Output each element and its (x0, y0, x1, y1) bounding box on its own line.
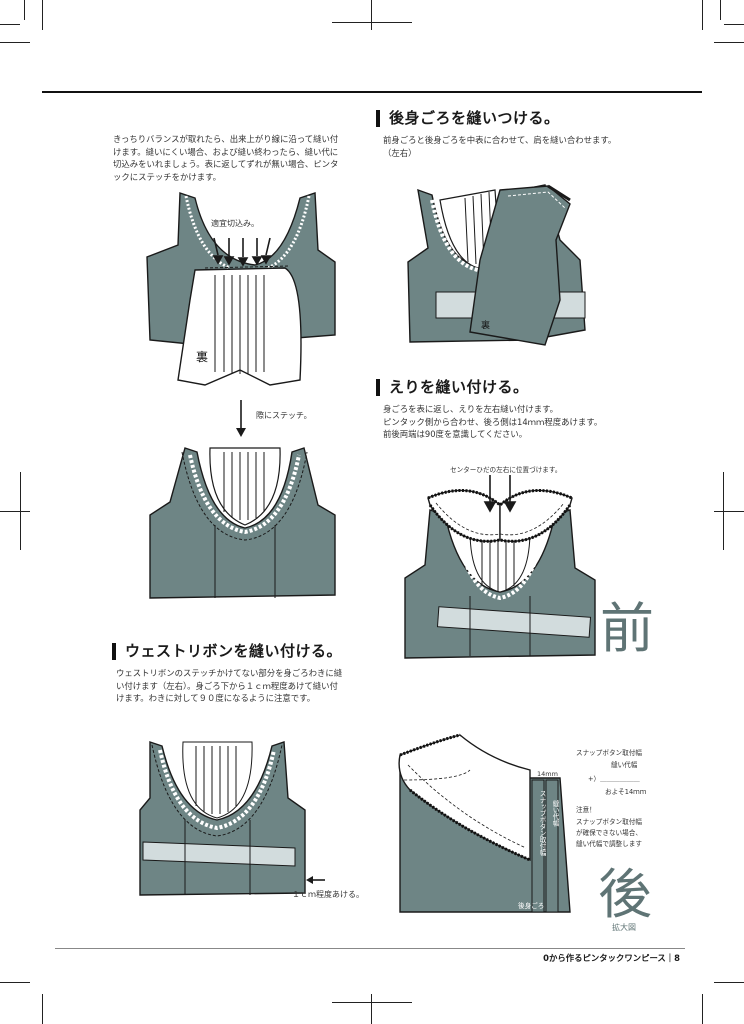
note-line-1: スナップボタン取付幅 (576, 749, 642, 757)
back-attach-text: 前身ごろと後身ごろを中表に合わせて、肩を縫い合わせます。 （左右） (383, 135, 617, 158)
crop-mark (714, 982, 744, 983)
crop-mark (723, 472, 724, 550)
crop-mark (20, 472, 21, 550)
label-ura-2: 裏 (481, 321, 491, 331)
heading-back-attach: 後身ごろを縫いつける。 (376, 110, 560, 127)
heading-ribbon: ウェストリボンを縫い付ける。 (112, 643, 342, 660)
note-line-5: 注意！ (576, 806, 596, 814)
crop-mark (714, 42, 744, 43)
crop-mark (371, 0, 372, 30)
crop-mark (24, 0, 25, 20)
note-line-7: が確保できない場合、 (576, 829, 642, 837)
intro-text: きっちりバランスが取れたら、出来上がり線に沿って縫い付 けます。縫いにくい場合、… (113, 134, 339, 182)
note-line-3: +）＿＿＿＿＿＿ (588, 775, 640, 783)
crop-mark (42, 994, 43, 1024)
note-line-8: 縫い代幅で調整します (576, 840, 642, 848)
heading-collar: えりを縫い付ける。 (376, 379, 529, 396)
crop-mark (714, 511, 744, 512)
collar-text: 身ごろを表に返し、えりを左右縫い付けます。 ピンタック側から合わせ、後ろ側は14… (383, 404, 603, 439)
label-one-cm: １ｃｍ程度あける。 (292, 890, 364, 899)
label-edge-stitch: 際にステッチ。 (256, 411, 312, 420)
crop-mark (42, 0, 43, 30)
crop-mark (0, 982, 30, 983)
label-back-body: 後身ごろ (518, 902, 545, 910)
crop-mark (0, 24, 20, 25)
page-footer: 0から作るピンタックワンピース｜8 (543, 953, 680, 963)
label-sewing-allowance: 縫い代幅 (551, 800, 559, 827)
crop-mark (702, 994, 703, 1024)
label-front-kanji: 前 (600, 597, 654, 660)
label-center-align: センターひだの左右に位置づけます。 (450, 466, 562, 474)
note-line-4: およそ14ｍｍ (605, 788, 647, 796)
note-line-2: 縫い代幅 (611, 761, 638, 769)
label-ura-1: 裏 (196, 350, 209, 364)
crop-mark (702, 0, 703, 30)
note-line-6: スナップボタン取付幅 (576, 818, 642, 826)
crop-mark (371, 994, 372, 1024)
footer-rule (55, 948, 685, 949)
label-enlarged: 拡大図 (612, 923, 636, 932)
label-14mm: 14mm (537, 770, 558, 778)
crop-mark (724, 24, 744, 25)
label-snap-allowance: スナップボタン取付幅 (538, 790, 546, 856)
crop-mark (332, 22, 412, 23)
ribbon-text: ウェストリボンのステッチかけてない部分を身ごろわきに縫 い付けます（左右）。身ご… (116, 668, 343, 703)
crop-mark (332, 1002, 412, 1003)
header-rule (42, 91, 702, 93)
label-notches: 適宜切込み。 (211, 219, 259, 228)
label-back-kanji: 後 (598, 863, 652, 926)
crop-mark (720, 0, 721, 20)
crop-mark (0, 511, 30, 512)
crop-mark (0, 42, 30, 43)
